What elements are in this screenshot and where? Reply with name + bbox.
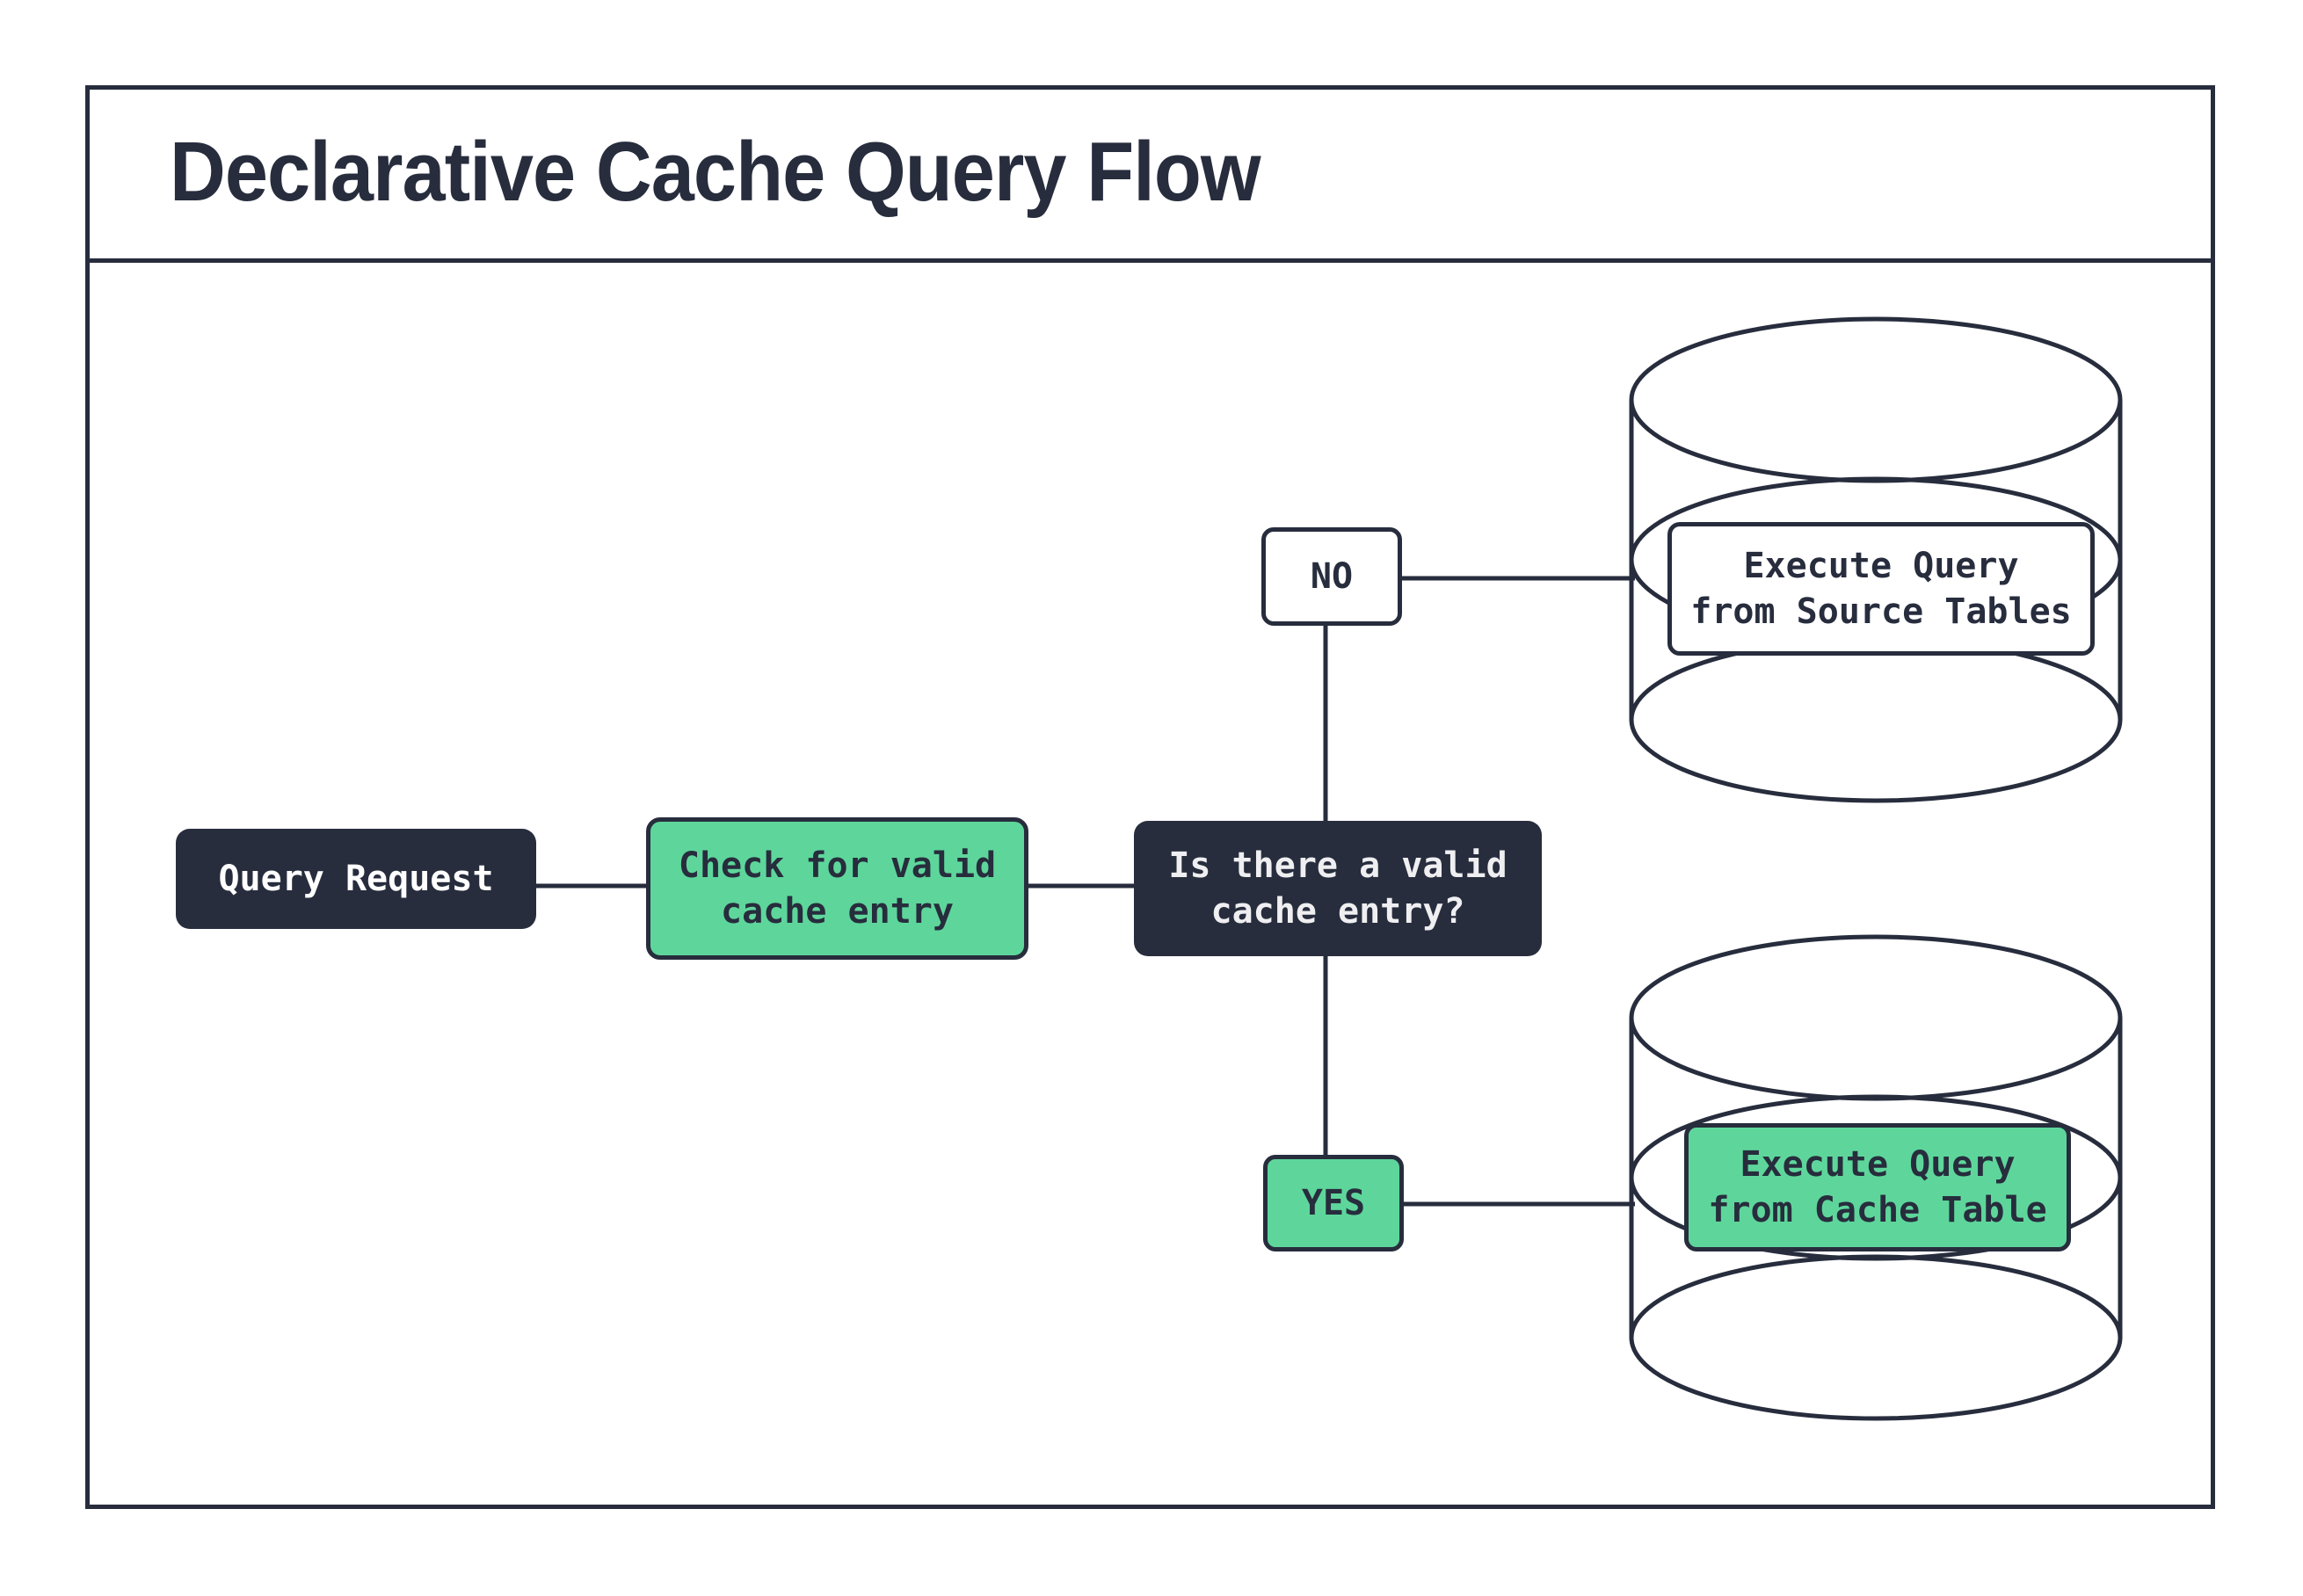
node-branch-no: NO bbox=[1261, 527, 1402, 626]
title-divider bbox=[85, 258, 2215, 263]
cache-database-icon bbox=[1629, 934, 2123, 1421]
node-query-request: Query Request bbox=[176, 829, 536, 929]
node-cache-db-label: Execute Query from Cache Table bbox=[1684, 1123, 2071, 1251]
node-branch-yes: YES bbox=[1263, 1155, 1404, 1251]
outer-frame bbox=[85, 85, 2215, 1509]
node-decision: Is there a valid cache entry? bbox=[1134, 821, 1542, 956]
page-title: Declarative Cache Query Flow bbox=[170, 125, 1261, 219]
node-source-db-label: Execute Query from Source Tables bbox=[1667, 522, 2095, 656]
node-check-cache: Check for valid cache entry bbox=[646, 817, 1028, 960]
